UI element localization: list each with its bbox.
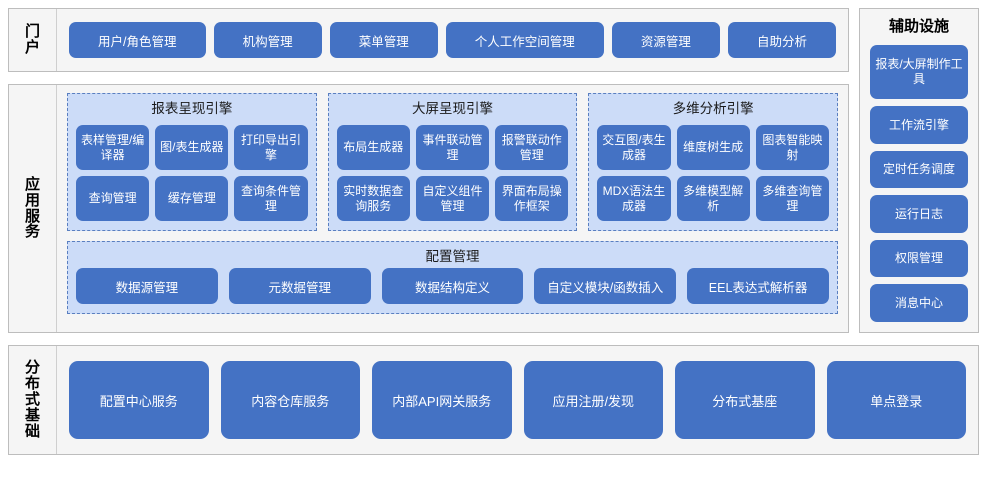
left-column: 门户 用户/角色管理 机构管理 菜单管理 个人工作空间管理 资源管理 自助分析 … — [8, 8, 849, 333]
app-services-section: 应用服务 报表呈现引擎 表样管理/编译器 图/表生成器 打印导出引擎 查询管理 — [8, 84, 849, 333]
aux-facilities-title: 辅助设施 — [888, 18, 949, 35]
foundation-item-content-repository[interactable]: 内容仓库服务 — [220, 361, 360, 439]
foundation-item-app-registry[interactable]: 应用注册/发现 — [523, 361, 663, 439]
portal-item-self-analysis[interactable]: 自助分析 — [727, 22, 837, 58]
portal-items: 用户/角色管理 机构管理 菜单管理 个人工作空间管理 资源管理 自助分析 — [57, 9, 848, 71]
tile-olap-mdx-generator[interactable]: MDX语法生成器 — [597, 176, 671, 221]
foundation-item-distributed-base[interactable]: 分布式基座 — [675, 361, 815, 439]
config-management-title: 配置管理 — [425, 249, 480, 264]
engine-bigscreen-tiles: 布局生成器 事件联动管理 报警联动作管理 实时数据查询服务 自定义组件管理 界面… — [336, 125, 569, 221]
engines-row: 报表呈现引擎 表样管理/编译器 图/表生成器 打印导出引擎 查询管理 缓存管理 … — [67, 93, 839, 231]
config-item-eel-parser[interactable]: EEL表达式解析器 — [687, 268, 829, 304]
aux-item-permission-management[interactable]: 权限管理 — [870, 239, 968, 278]
portal-item-resource[interactable]: 资源管理 — [611, 22, 720, 58]
tile-olap-dimension-tree[interactable]: 维度树生成 — [676, 125, 750, 170]
tile-olap-model-parser[interactable]: 多维模型解析 — [676, 176, 750, 221]
aux-item-runtime-log[interactable]: 运行日志 — [870, 195, 968, 233]
engine-olap-tiles: 交互图/表生成器 维度树生成 图表智能映射 MDX语法生成器 多维模型解析 多维… — [597, 125, 830, 221]
config-item-custom-module[interactable]: 自定义模块/函数插入 — [534, 268, 677, 304]
portal-band-label: 门户 — [9, 9, 57, 71]
aux-item-report-bigscreen-tool[interactable]: 报表/大屏制作工具 — [870, 45, 968, 100]
engine-report: 报表呈现引擎 表样管理/编译器 图/表生成器 打印导出引擎 查询管理 缓存管理 … — [67, 93, 317, 231]
tile-bigscreen-ui-layout-framework[interactable]: 界面布局操作框架 — [495, 176, 569, 221]
tile-report-print-export[interactable]: 打印导出引擎 — [234, 125, 308, 170]
tile-olap-query-management[interactable]: 多维查询管理 — [755, 176, 830, 221]
tile-bigscreen-layout-generator[interactable]: 布局生成器 — [336, 125, 410, 170]
tile-report-query-condition[interactable]: 查询条件管理 — [234, 176, 308, 221]
app-services-band-label-text: 应用服务 — [24, 175, 40, 241]
engine-report-title: 报表呈现引擎 — [151, 101, 233, 116]
aux-facilities-section: 辅助设施 报表/大屏制作工具 工作流引擎 定时任务调度 运行日志 权限管理 消息… — [859, 8, 979, 333]
tile-olap-chart-mapping[interactable]: 图表智能映射 — [755, 125, 830, 170]
engine-bigscreen: 大屏呈现引擎 布局生成器 事件联动管理 报警联动作管理 实时数据查询服务 自定义… — [327, 93, 578, 231]
foundation-items: 配置中心服务 内容仓库服务 内部API网关服务 应用注册/发现 分布式基座 单点… — [57, 346, 978, 454]
portal-item-user-role[interactable]: 用户/角色管理 — [69, 22, 206, 58]
aux-item-workflow-engine[interactable]: 工作流引擎 — [870, 106, 968, 144]
tile-bigscreen-custom-component[interactable]: 自定义组件管理 — [415, 176, 490, 221]
config-item-datasource[interactable]: 数据源管理 — [76, 268, 218, 304]
portal-band-label-text: 门户 — [24, 23, 40, 56]
portal-item-org[interactable]: 机构管理 — [213, 22, 322, 58]
tile-olap-interactive-chart[interactable]: 交互图/表生成器 — [597, 125, 671, 170]
config-management-items: 数据源管理 元数据管理 数据结构定义 自定义模块/函数插入 EEL表达式解析器 — [76, 268, 829, 304]
portal-item-menu[interactable]: 菜单管理 — [329, 22, 438, 58]
portal-item-workspace[interactable]: 个人工作空间管理 — [445, 22, 604, 58]
upper-region: 门户 用户/角色管理 机构管理 菜单管理 个人工作空间管理 资源管理 自助分析 … — [8, 8, 979, 333]
foundation-band-label-text: 分布式基础 — [24, 359, 40, 440]
app-services-body: 报表呈现引擎 表样管理/编译器 图/表生成器 打印导出引擎 查询管理 缓存管理 … — [57, 85, 848, 332]
aux-item-task-scheduler[interactable]: 定时任务调度 — [870, 150, 968, 189]
aux-item-message-center[interactable]: 消息中心 — [870, 284, 968, 322]
tile-report-chart-generator[interactable]: 图/表生成器 — [155, 125, 229, 170]
engine-olap-title: 多维分析引擎 — [672, 101, 754, 116]
foundation-section: 分布式基础 配置中心服务 内容仓库服务 内部API网关服务 应用注册/发现 分布… — [8, 345, 979, 455]
foundation-item-sso[interactable]: 单点登录 — [826, 361, 966, 439]
tile-report-query-management[interactable]: 查询管理 — [76, 176, 150, 221]
foundation-item-api-gateway[interactable]: 内部API网关服务 — [372, 361, 512, 439]
engine-olap: 多维分析引擎 交互图/表生成器 维度树生成 图表智能映射 MDX语法生成器 多维… — [588, 93, 839, 231]
tile-report-template-compiler[interactable]: 表样管理/编译器 — [76, 125, 150, 170]
engine-report-tiles: 表样管理/编译器 图/表生成器 打印导出引擎 查询管理 缓存管理 查询条件管理 — [76, 125, 308, 221]
config-management-panel: 配置管理 数据源管理 元数据管理 数据结构定义 自定义模块/函数插入 EEL表达… — [67, 241, 838, 314]
foundation-item-config-center[interactable]: 配置中心服务 — [69, 361, 209, 439]
aux-facilities-list: 报表/大屏制作工具 工作流引擎 定时任务调度 运行日志 权限管理 消息中心 — [870, 45, 968, 322]
config-item-metadata[interactable]: 元数据管理 — [228, 268, 371, 304]
foundation-band-label: 分布式基础 — [9, 346, 57, 454]
portal-section: 门户 用户/角色管理 机构管理 菜单管理 个人工作空间管理 资源管理 自助分析 — [8, 8, 849, 72]
tile-bigscreen-event-linkage[interactable]: 事件联动管理 — [415, 125, 490, 170]
tile-bigscreen-alarm-action[interactable]: 报警联动作管理 — [495, 125, 569, 170]
config-item-data-structure[interactable]: 数据结构定义 — [381, 268, 524, 304]
tile-report-cache-management[interactable]: 缓存管理 — [155, 176, 229, 221]
tile-bigscreen-realtime-query[interactable]: 实时数据查询服务 — [336, 176, 410, 221]
app-services-band-label: 应用服务 — [9, 85, 57, 332]
engine-bigscreen-title: 大屏呈现引擎 — [412, 101, 493, 116]
